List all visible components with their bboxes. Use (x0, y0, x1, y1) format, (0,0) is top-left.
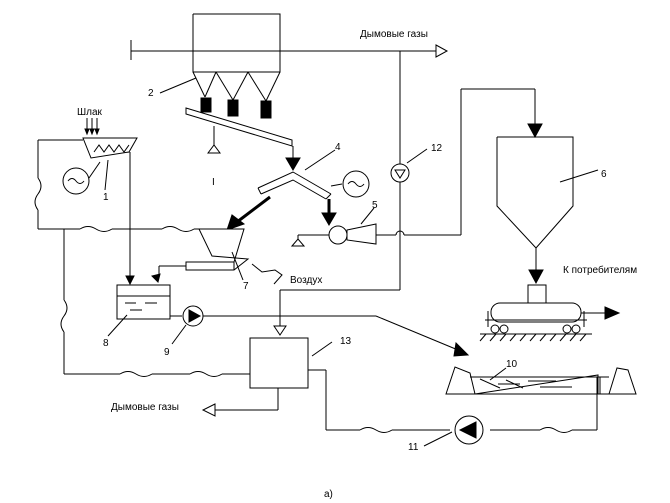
label-roman-1: I (212, 177, 215, 188)
slag-crusher-1 (82, 137, 138, 286)
motor-shaft-4 (330, 183, 343, 187)
exchanger-13 (201, 337, 327, 430)
distributor-4 (257, 171, 332, 200)
number-1: 1 (103, 192, 109, 203)
number-10: 10 (506, 359, 518, 370)
motor-4-icon (342, 170, 370, 198)
arrow-to-ejector (321, 212, 337, 226)
label-slag: Шлак (77, 107, 103, 118)
number-6: 6 (601, 169, 607, 180)
flow-to-crusher (236, 195, 271, 224)
slurry-line-to-10 (203, 315, 470, 357)
flue-gas-vertical-line (273, 51, 410, 336)
number-11: 11 (408, 442, 419, 453)
label-consumers: К потребителям (563, 264, 637, 276)
pond-10 (445, 366, 637, 395)
number-8: 8 (103, 338, 109, 349)
leader-11 (423, 431, 453, 447)
arrow-to-distributor (285, 157, 301, 171)
label-flue-gas-top: Дымовые газы (360, 29, 428, 40)
bunker-6 (496, 136, 574, 285)
leader-2 (159, 77, 197, 94)
leader-13 (311, 341, 333, 357)
leader-5 (360, 207, 375, 225)
slag-inlet (84, 118, 100, 136)
leader-8 (107, 314, 128, 337)
leader-1 (104, 159, 109, 191)
tank-8 (116, 284, 171, 320)
leader-4 (304, 149, 336, 171)
leader-9 (171, 324, 187, 345)
pump-11-icon (454, 415, 484, 445)
number-9: 9 (164, 347, 170, 358)
number-12: 12 (431, 143, 443, 154)
crusher-7 (151, 228, 250, 283)
arrow-to-crusher (226, 214, 246, 231)
motor-shaft-1 (88, 161, 101, 179)
flue-gas-line-top (130, 40, 449, 60)
number-5: 5 (372, 200, 378, 211)
leader-7 (231, 251, 244, 281)
return-loop-bottom (326, 377, 598, 433)
label-flue-gas-bottom: Дымовые газы (111, 402, 179, 413)
pump-9-icon (182, 305, 204, 327)
number-7: 7 (243, 281, 249, 292)
number-2: 2 (148, 88, 154, 99)
leader-12 (406, 148, 428, 164)
air-intake (251, 263, 283, 285)
leader-10 (489, 367, 507, 381)
number-13: 13 (340, 336, 352, 347)
bunker-2 (192, 13, 281, 119)
rail-wagon (479, 284, 621, 342)
feeder-conveyor (185, 107, 293, 154)
ejector-5 (290, 223, 377, 247)
label-air: Воздух (290, 275, 322, 286)
leader-6 (559, 169, 599, 183)
number-4: 4 (335, 142, 341, 153)
transport-line-to-6 (376, 88, 543, 236)
figure-caption: а) (324, 489, 333, 500)
motor-1-icon (62, 167, 90, 195)
